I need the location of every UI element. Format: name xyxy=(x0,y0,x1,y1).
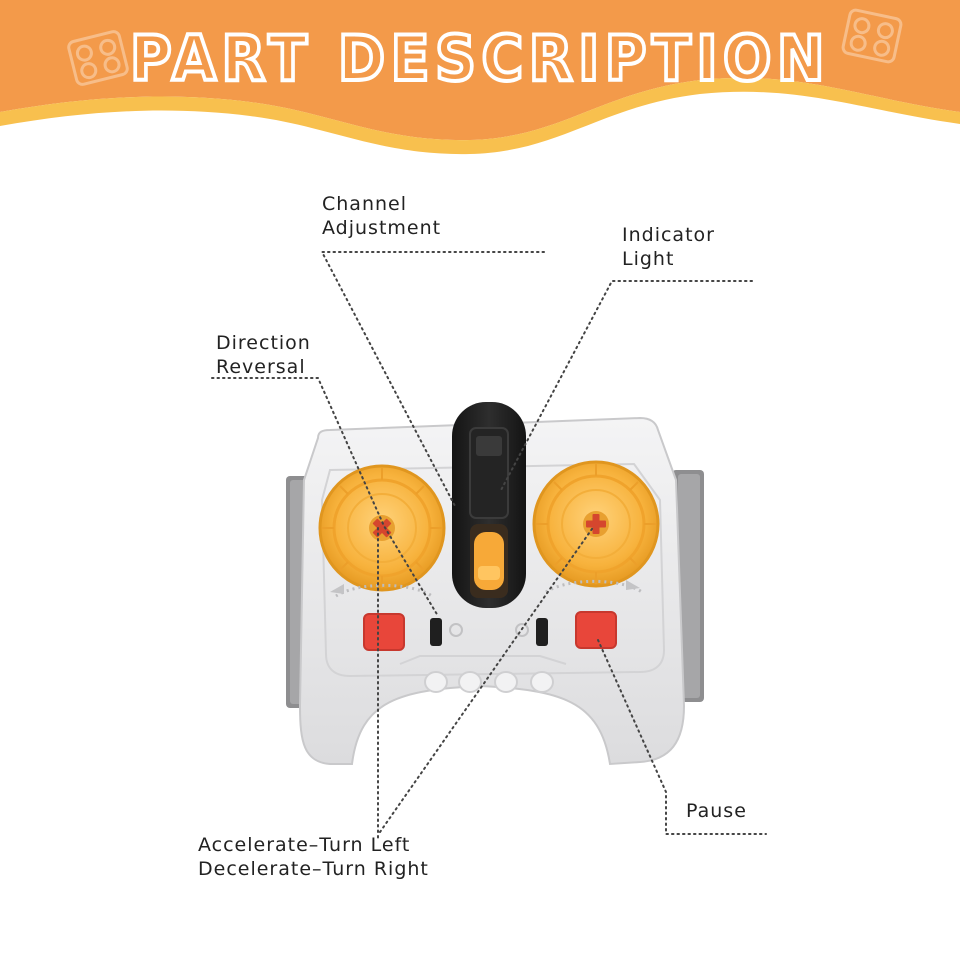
header-banner: PART DESCRIPTION xyxy=(0,0,960,155)
right-direction-switch xyxy=(515,618,548,646)
leader-pause xyxy=(597,639,767,835)
leader-lines xyxy=(211,251,767,841)
brick-icon xyxy=(841,8,903,64)
page-title: PART DESCRIPTION xyxy=(130,22,830,95)
left-speed-wheel xyxy=(318,464,446,592)
indicator-light xyxy=(476,436,502,456)
right-speed-arc xyxy=(545,579,643,594)
callout-direction-reversal: Direction Reversal xyxy=(216,332,311,378)
leader-accelerate-right xyxy=(379,525,595,833)
cross-axle-icon xyxy=(372,518,392,538)
callout-channel-adjustment: Channel Adjustment xyxy=(322,193,441,239)
leader-channel-adjustment xyxy=(320,251,545,509)
callout-label: Accelerate–Turn Left xyxy=(198,834,410,856)
callout-label: Adjustment xyxy=(322,217,441,239)
left-stop-button xyxy=(363,613,405,651)
callout-label: Pause xyxy=(686,800,747,822)
leader-indicator-light xyxy=(499,280,753,493)
callout-label: Direction xyxy=(216,332,311,354)
callout-label: Channel xyxy=(322,193,407,215)
cross-axle-icon xyxy=(586,514,606,534)
callout-indicator-light: Indicator Light xyxy=(622,224,715,270)
left-direction-switch xyxy=(430,618,463,646)
callout-label: Reversal xyxy=(216,356,306,378)
callout-accelerate-decelerate: Accelerate–Turn Left Decelerate–Turn Rig… xyxy=(198,834,429,880)
callout-label: Light xyxy=(622,248,674,270)
leader-direction-reversal xyxy=(211,377,439,617)
studs xyxy=(424,671,554,693)
callout-label: Decelerate–Turn Right xyxy=(198,858,429,880)
remote-control xyxy=(286,402,704,766)
callout-label: Indicator xyxy=(622,224,715,246)
left-speed-arc xyxy=(335,583,433,598)
right-speed-wheel xyxy=(532,460,660,588)
callout-pause: Pause xyxy=(686,800,747,822)
channel-selector-tower xyxy=(452,402,526,608)
channel-slider xyxy=(474,532,504,590)
right-stop-button xyxy=(575,611,617,649)
brick-icon xyxy=(67,30,129,86)
